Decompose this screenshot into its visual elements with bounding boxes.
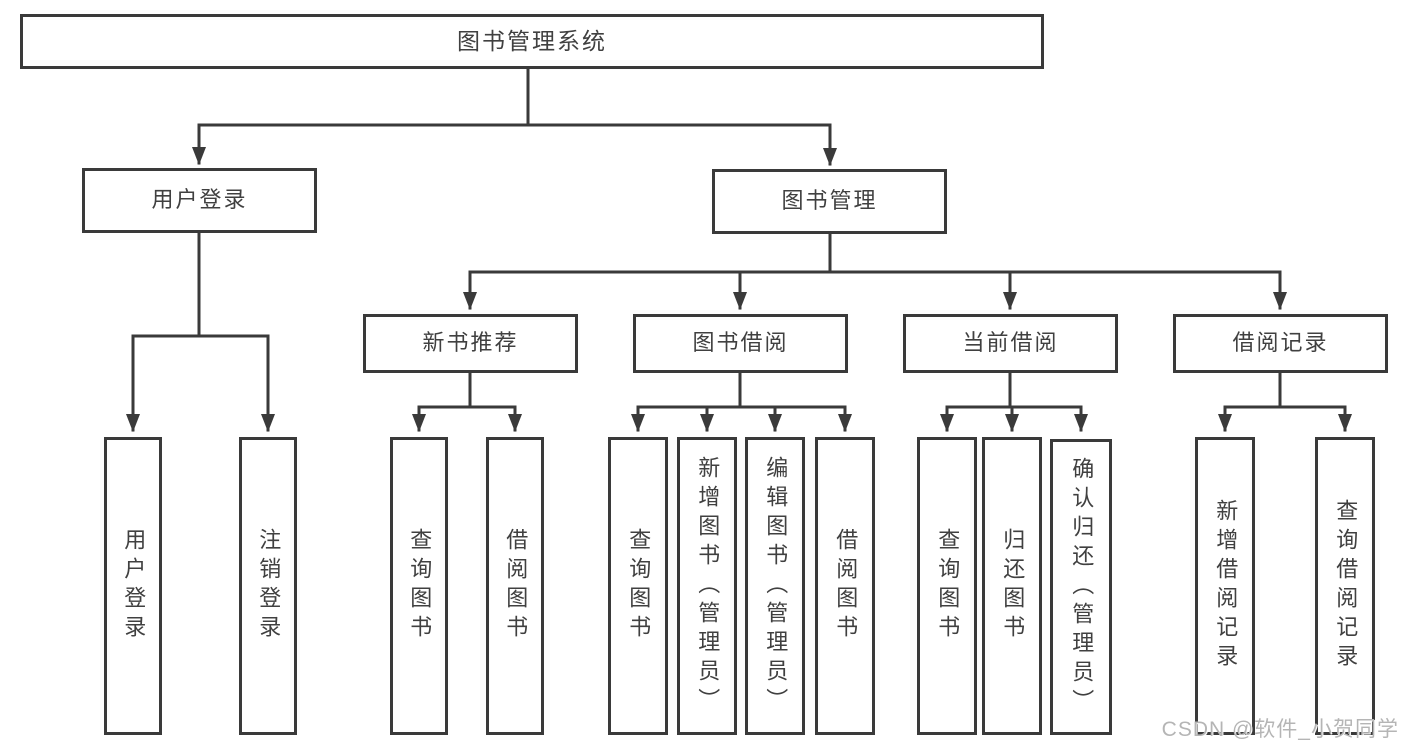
leaf-add-borrow-record: 新增借阅记录 [1195,437,1255,735]
node-book-borrow: 图书借阅 [633,314,848,373]
node-user-login-branch: 用户登录 [82,168,317,233]
leaf-logout: 注销登录 [239,437,297,735]
leaf-add-book-admin: 新增图书（管理员） [677,437,737,735]
leaf-edit-book-admin: 编辑图书（管理员） [745,437,805,735]
leaf-recommend-query-book: 查询图书 [390,437,448,735]
watermark-text: CSDN @软件_小贺同学 [1161,718,1399,741]
leaf-confirm-return-admin: 确认归还（管理员） [1050,439,1112,735]
leaf-recommend-borrow-book: 借阅图书 [486,437,544,735]
leaf-borrow-book: 借阅图书 [815,437,875,735]
leaf-user-login: 用户登录 [104,437,162,735]
node-book-mgmt-branch: 图书管理 [712,169,947,234]
node-root-system: 图书管理系统 [20,14,1044,69]
leaf-current-query-book: 查询图书 [917,437,977,735]
node-borrow-records: 借阅记录 [1173,314,1388,373]
leaf-return-book: 归还图书 [982,437,1042,735]
node-new-book-recommend: 新书推荐 [363,314,578,373]
node-current-borrow: 当前借阅 [903,314,1118,373]
leaf-query-borrow-record: 查询借阅记录 [1315,437,1375,735]
leaf-borrow-query-book: 查询图书 [608,437,668,735]
